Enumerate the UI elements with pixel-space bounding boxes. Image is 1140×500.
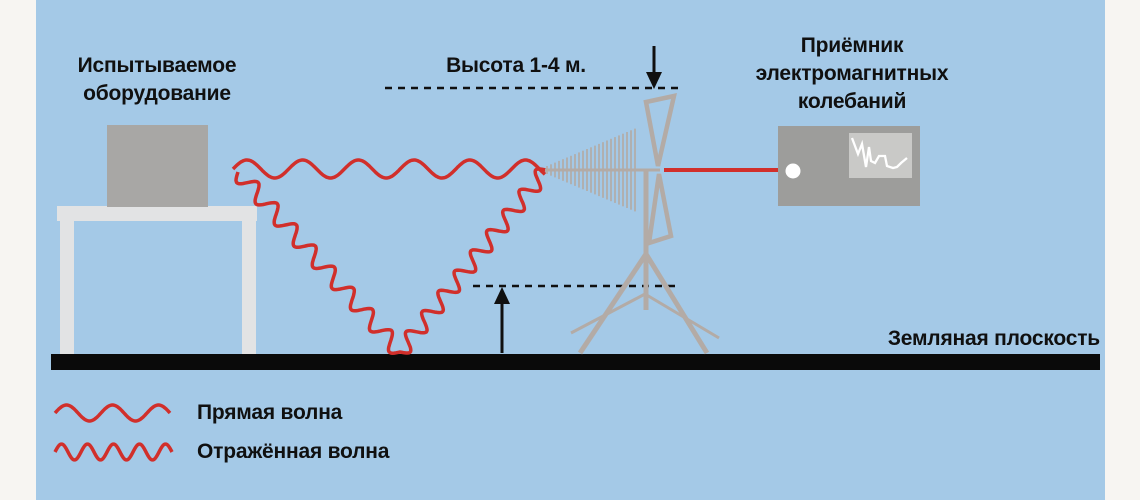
equipment-label-line1: Испытываемое (77, 54, 237, 77)
ground-plane-bar (51, 354, 1100, 370)
antenna-log-periodic-elements (546, 128, 636, 212)
table-left-leg (60, 221, 74, 354)
equipment-label: Испытываемое оборудование (52, 52, 262, 108)
receiver-label-line3: колебаний (797, 90, 907, 113)
equipment-under-test-box (107, 125, 208, 207)
receiver-label-line2: электромагнитных (755, 62, 949, 85)
test-table (57, 206, 257, 354)
receiver-connector-dot (785, 163, 801, 179)
height-label: Высота 1-4 м. (446, 54, 586, 77)
antenna-bowtie (643, 93, 677, 247)
table-top (57, 206, 257, 221)
diagram-background-panel (36, 0, 1105, 500)
arrow-down-icon (646, 46, 662, 89)
reflected-wave-line (234, 167, 547, 355)
equipment-label-line2: оборудование (83, 82, 231, 105)
direct-wave-line (231, 158, 547, 180)
antenna-tripod (570, 171, 720, 355)
arrow-up-icon (494, 287, 510, 353)
receiver-label-line1: Приёмник (800, 34, 904, 57)
receiver-label: Приёмник электромагнитных колебаний (740, 32, 964, 116)
legend-reflected-wave-sample (53, 442, 174, 462)
table-right-leg (242, 221, 256, 354)
ground-plane-label: Земляная плоскость (887, 327, 1100, 350)
legend-direct-wave-sample (53, 403, 172, 423)
spectrum-trace (850, 137, 908, 170)
legend-direct-label: Прямая волна (197, 401, 343, 424)
bilog-antenna-icon (545, 93, 720, 355)
legend-reflected-label: Отражённая волна (197, 440, 390, 463)
receiver-box (778, 126, 920, 206)
